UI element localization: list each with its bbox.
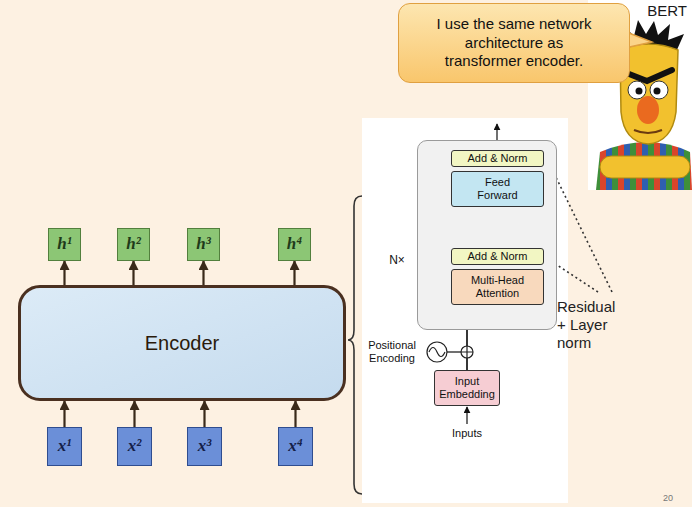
input-vector-box: x² [117, 427, 152, 466]
node-text: h³ [196, 234, 211, 254]
flow-arrow [132, 261, 134, 285]
label-holder: Residual + Layer norm [557, 298, 625, 352]
node-text: h⁴ [287, 234, 302, 254]
sine-wave [429, 348, 445, 357]
flow-arrow [293, 261, 295, 285]
page-number: 20 [656, 493, 680, 504]
figure-background [362, 118, 568, 503]
input-arrow [466, 407, 467, 424]
node-text: x² [128, 436, 142, 456]
pupil [654, 88, 661, 95]
curly-bracket [348, 196, 362, 494]
leader-line [548, 161, 612, 292]
add-symbol [461, 346, 473, 358]
eye [628, 81, 646, 99]
node-text: N× [382, 253, 412, 267]
node-text: Encoder [145, 331, 220, 355]
label-holder: Positional Encoding [362, 339, 422, 365]
node-text: I use the same network architecture as t… [428, 15, 600, 71]
input-vector-box: x⁴ [278, 427, 313, 466]
embedding-box: Input Embedding [434, 370, 500, 406]
label-holder: Inputs [437, 427, 497, 440]
input-vector-box: x³ [187, 427, 222, 466]
node-text: x¹ [58, 436, 72, 456]
add-cross [461, 346, 473, 358]
add-norm-box: Add & Norm [451, 248, 544, 265]
positional-encoding-label: Positional Encoding [362, 339, 422, 365]
node-text: x³ [198, 436, 212, 456]
speech-bubble: I use the same network architecture as t… [398, 3, 630, 83]
node-text: Multi-Head Attention [463, 274, 533, 300]
label-holder: BERT [644, 2, 690, 20]
sweater [596, 142, 692, 190]
nose [637, 96, 659, 124]
label-holder: 20 [656, 493, 680, 504]
node-text: Feed Forward [468, 176, 528, 202]
flow-arrow [203, 401, 205, 427]
flow-arrow [133, 401, 135, 427]
attention-box: Multi-Head Attention [451, 269, 544, 305]
annotation-label: Residual + Layer norm [557, 298, 625, 352]
node-text: Input Embedding [437, 375, 497, 401]
pupil [636, 88, 643, 95]
output-vector-box: h³ [187, 228, 220, 261]
layer-stack-box: N×Add & NormFeed ForwardAdd & NormMulti-… [417, 140, 557, 330]
node-text: h² [126, 234, 141, 254]
flow-arrow [294, 401, 296, 427]
output-vector-box: h² [117, 228, 150, 261]
node-text: Add & Norm [468, 152, 528, 165]
node-text: h¹ [57, 234, 72, 254]
node-text: x⁴ [288, 436, 302, 456]
flow-arrow [63, 401, 65, 427]
unibrow [624, 70, 672, 81]
input-label: Inputs [437, 427, 497, 440]
character-name: BERT [644, 2, 690, 20]
mouth [634, 130, 662, 133]
eye [650, 81, 668, 99]
output-vector-box: h¹ [48, 228, 81, 261]
flow-arrow [202, 261, 204, 285]
feed-forward-box: Feed Forward [451, 171, 544, 207]
input-vector-box: x¹ [47, 427, 82, 466]
encoding-wire [447, 351, 461, 352]
encoder-block: Encoder [18, 285, 346, 401]
sine-symbol [427, 342, 447, 362]
node-text: Add & Norm [468, 250, 528, 263]
flow-arrow [63, 261, 65, 285]
crossed-arms [600, 156, 690, 178]
add-norm-box: Add & Norm [451, 150, 544, 167]
output-vector-box: h⁴ [278, 228, 311, 261]
